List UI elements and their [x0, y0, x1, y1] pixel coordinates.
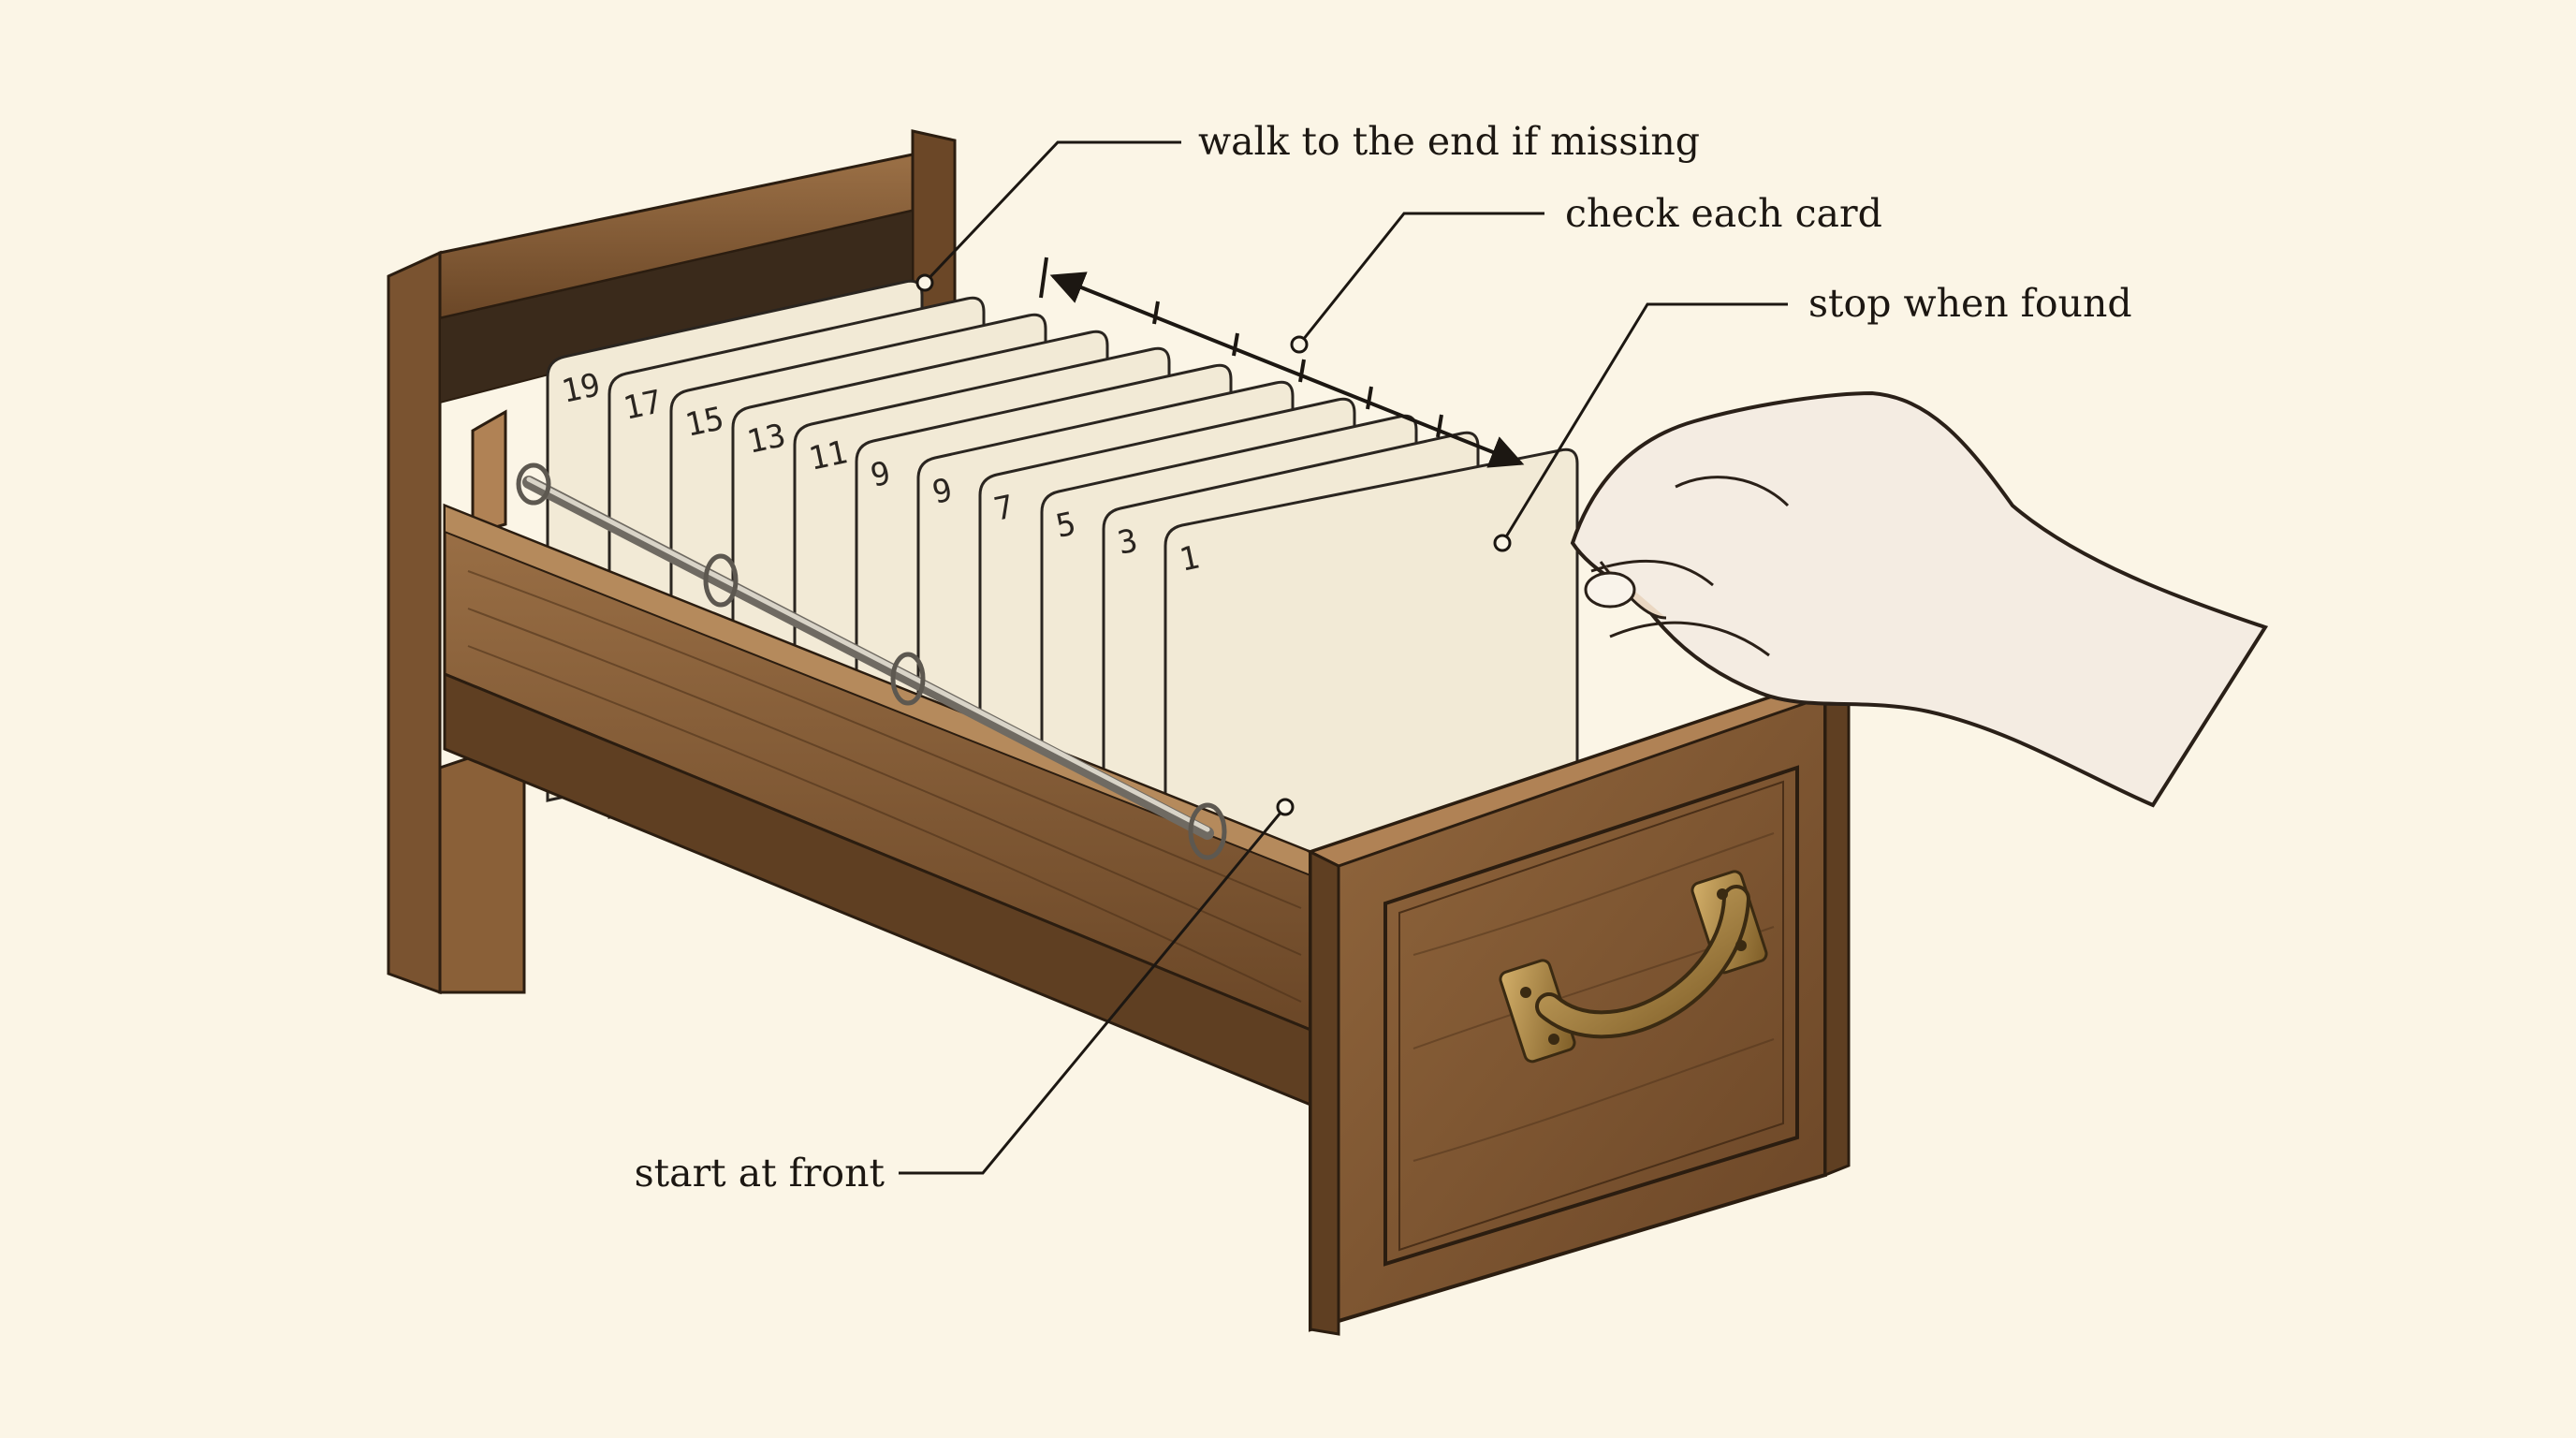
card-rod — [516, 462, 1227, 860]
drawer-handle — [1499, 870, 1768, 1064]
card-number: 11 — [806, 433, 851, 478]
callout-check-label: check each card — [1565, 191, 1882, 236]
callout-walk-label: walk to the end if missing — [1198, 119, 1700, 164]
drawer-back — [471, 409, 507, 536]
callout-check: check each card — [1290, 191, 1882, 354]
card-number: 17 — [621, 383, 666, 428]
card-number: 15 — [682, 400, 727, 445]
progress-arrow — [1039, 257, 1525, 468]
card-number: 19 — [559, 366, 604, 411]
callout-stop-label: stop when found — [1808, 281, 2132, 326]
card-number: 13 — [744, 417, 789, 462]
callout-start-label: start at front — [635, 1151, 886, 1196]
callout-stop: stop when found — [1493, 281, 2132, 552]
callout-walk: walk to the end if missing — [915, 119, 1700, 292]
drawer-left-side — [443, 503, 1312, 1108]
hand — [1570, 390, 2269, 808]
callout-start: start at front — [635, 798, 1295, 1196]
